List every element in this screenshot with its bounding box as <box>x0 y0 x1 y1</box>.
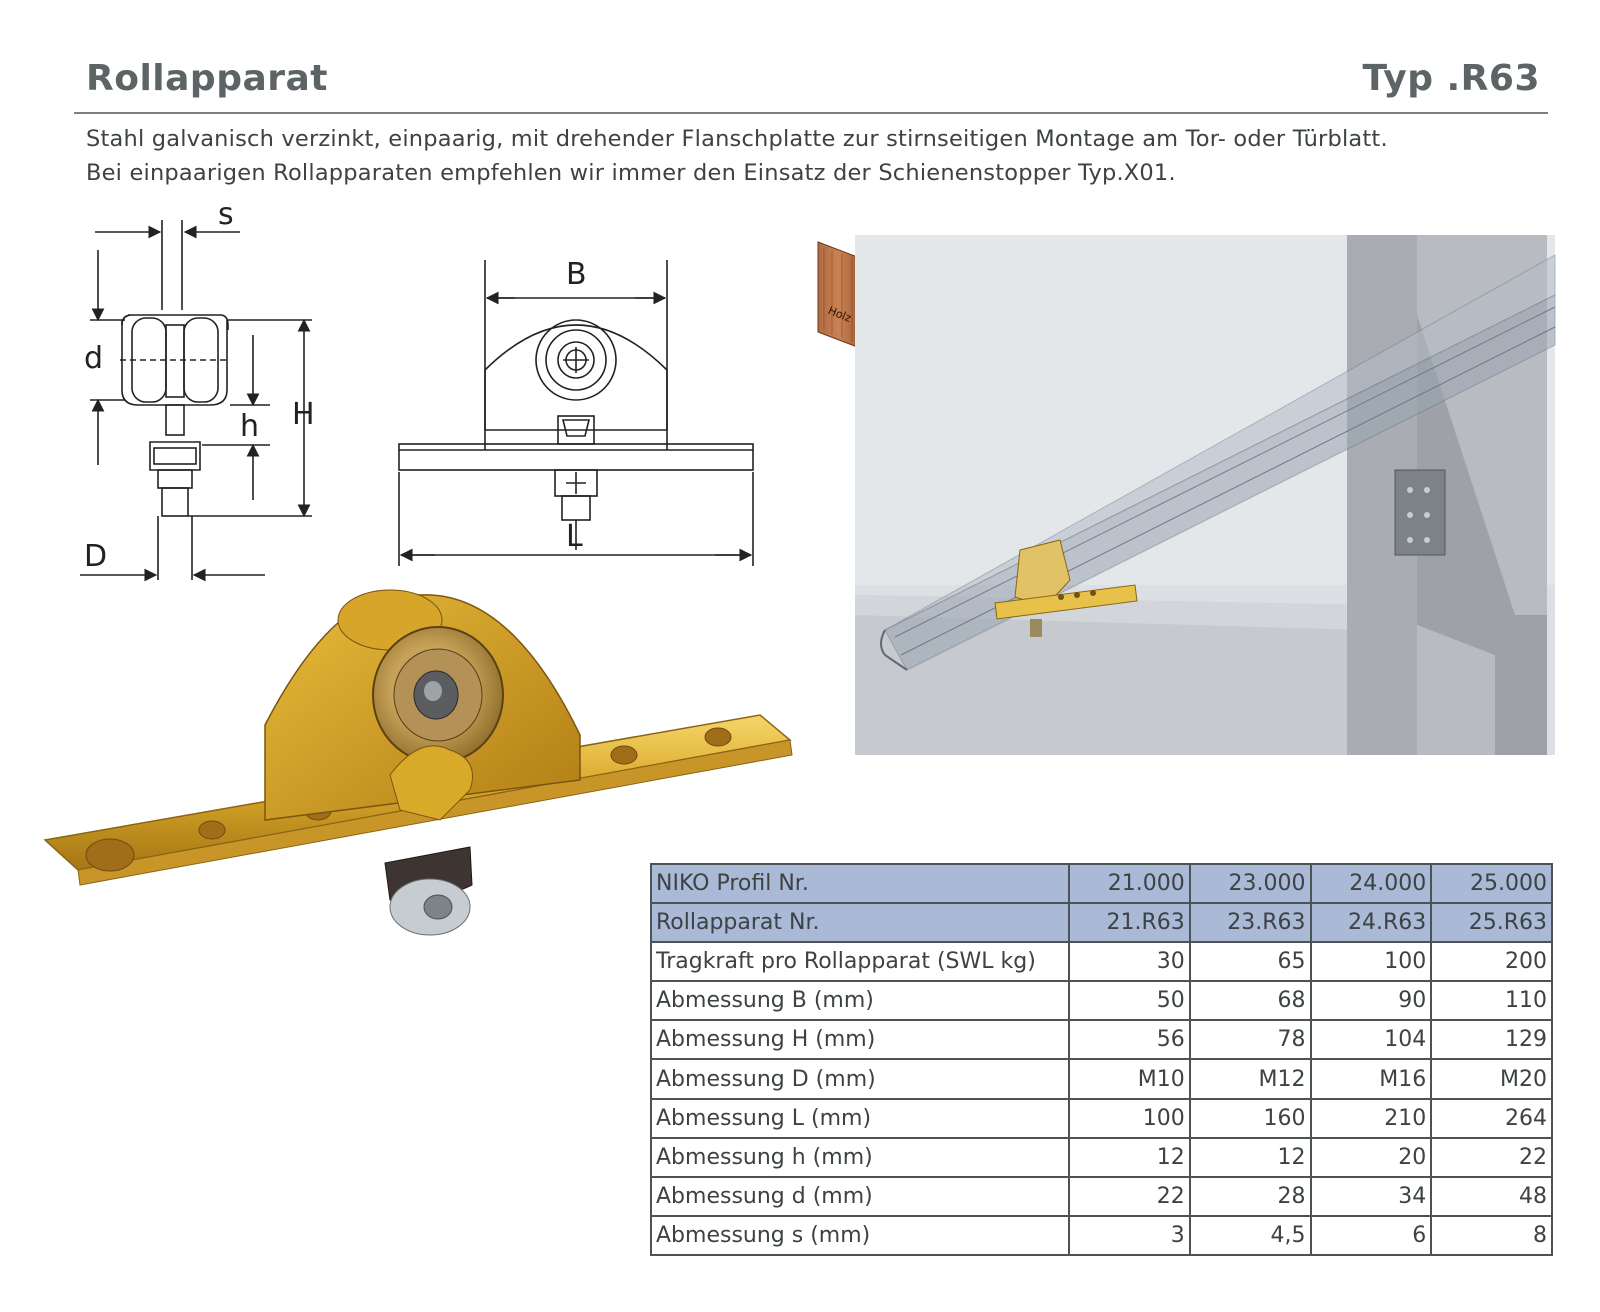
row-label: Abmessung H (mm) <box>650 1019 1070 1061</box>
table-cell: 12 <box>1188 1136 1312 1178</box>
row-label: Abmessung h (mm) <box>650 1136 1070 1178</box>
table-cell: 65 <box>1188 941 1312 983</box>
table-cell: 6 <box>1309 1214 1433 1257</box>
table-cell: 22 <box>1068 1175 1191 1217</box>
table-cell: 21.R63 <box>1068 902 1191 944</box>
table-cell: 23.R63 <box>1188 902 1312 944</box>
table-cell: 100 <box>1309 941 1433 983</box>
table-cell: 12 <box>1068 1136 1191 1178</box>
row-label: Abmessung D (mm) <box>650 1058 1070 1100</box>
table-cell: 24.R63 <box>1309 902 1433 944</box>
table-cell: M16 <box>1309 1058 1433 1100</box>
type-label: Typ .R63 <box>1362 58 1540 99</box>
label-L: L <box>566 519 583 554</box>
table-cell: 8 <box>1430 1214 1553 1257</box>
table-cell: 25.000 <box>1430 862 1553 905</box>
row-label: Abmessung s (mm) <box>650 1214 1070 1257</box>
installation-rendering <box>855 235 1556 755</box>
table-cell: 200 <box>1430 941 1553 983</box>
page-title: Rollapparat <box>86 58 329 99</box>
table-cell: 48 <box>1430 1175 1553 1217</box>
table-cell: 68 <box>1188 980 1312 1022</box>
table-cell: 160 <box>1188 1097 1312 1139</box>
table-cell: 100 <box>1068 1097 1191 1139</box>
table-cell: M20 <box>1430 1058 1553 1100</box>
table-cell: M10 <box>1068 1058 1191 1100</box>
table-cell: 50 <box>1068 980 1191 1022</box>
product-photo <box>43 589 793 936</box>
row-label: Rollapparat Nr. <box>650 902 1070 944</box>
label-B: B <box>566 257 587 292</box>
description-line-1: Stahl galvanisch verzinkt, einpaarig, mi… <box>86 126 1388 152</box>
front-view-drawing: B L <box>398 257 754 566</box>
row-label: Abmessung B (mm) <box>650 980 1070 1022</box>
row-label: Abmessung d (mm) <box>650 1175 1070 1217</box>
side-view-drawing: s d h H D <box>80 197 315 582</box>
row-label: Tragkraft pro Rollapparat (SWL kg) <box>650 941 1070 983</box>
title-divider <box>74 112 1548 114</box>
description-line-2: Bei einpaarigen Rollapparaten empfehlen … <box>86 160 1176 186</box>
table-cell: 78 <box>1188 1019 1312 1061</box>
table-cell: 28 <box>1188 1175 1312 1217</box>
table-cell: 22 <box>1430 1136 1553 1178</box>
table-cell: 3 <box>1068 1214 1191 1257</box>
table-cell: 4,5 <box>1188 1214 1312 1257</box>
table-cell: 23.000 <box>1188 862 1312 905</box>
table-cell: 24.000 <box>1309 862 1433 905</box>
table-cell: 34 <box>1309 1175 1433 1217</box>
table-cell: 56 <box>1068 1019 1191 1061</box>
table-cell: M12 <box>1188 1058 1312 1100</box>
label-H: H <box>292 397 315 432</box>
table-cell: 30 <box>1068 941 1191 983</box>
label-h: h <box>240 409 259 444</box>
row-label: Abmessung L (mm) <box>650 1097 1070 1139</box>
row-label: NIKO Profil Nr. <box>650 862 1070 905</box>
table-cell: 264 <box>1430 1097 1553 1139</box>
table-cell: 129 <box>1430 1019 1553 1061</box>
label-D: D <box>84 539 107 574</box>
table-cell: 20 <box>1309 1136 1433 1178</box>
table-cell: 110 <box>1430 980 1553 1022</box>
table-cell: 90 <box>1309 980 1433 1022</box>
label-s: s <box>218 197 234 232</box>
table-cell: 25.R63 <box>1430 902 1553 944</box>
description: Stahl galvanisch verzinkt, einpaarig, mi… <box>86 122 1566 190</box>
table-cell: 210 <box>1309 1097 1433 1139</box>
table-cell: 104 <box>1309 1019 1433 1061</box>
label-d: d <box>84 341 103 376</box>
table-cell: 21.000 <box>1068 862 1191 905</box>
